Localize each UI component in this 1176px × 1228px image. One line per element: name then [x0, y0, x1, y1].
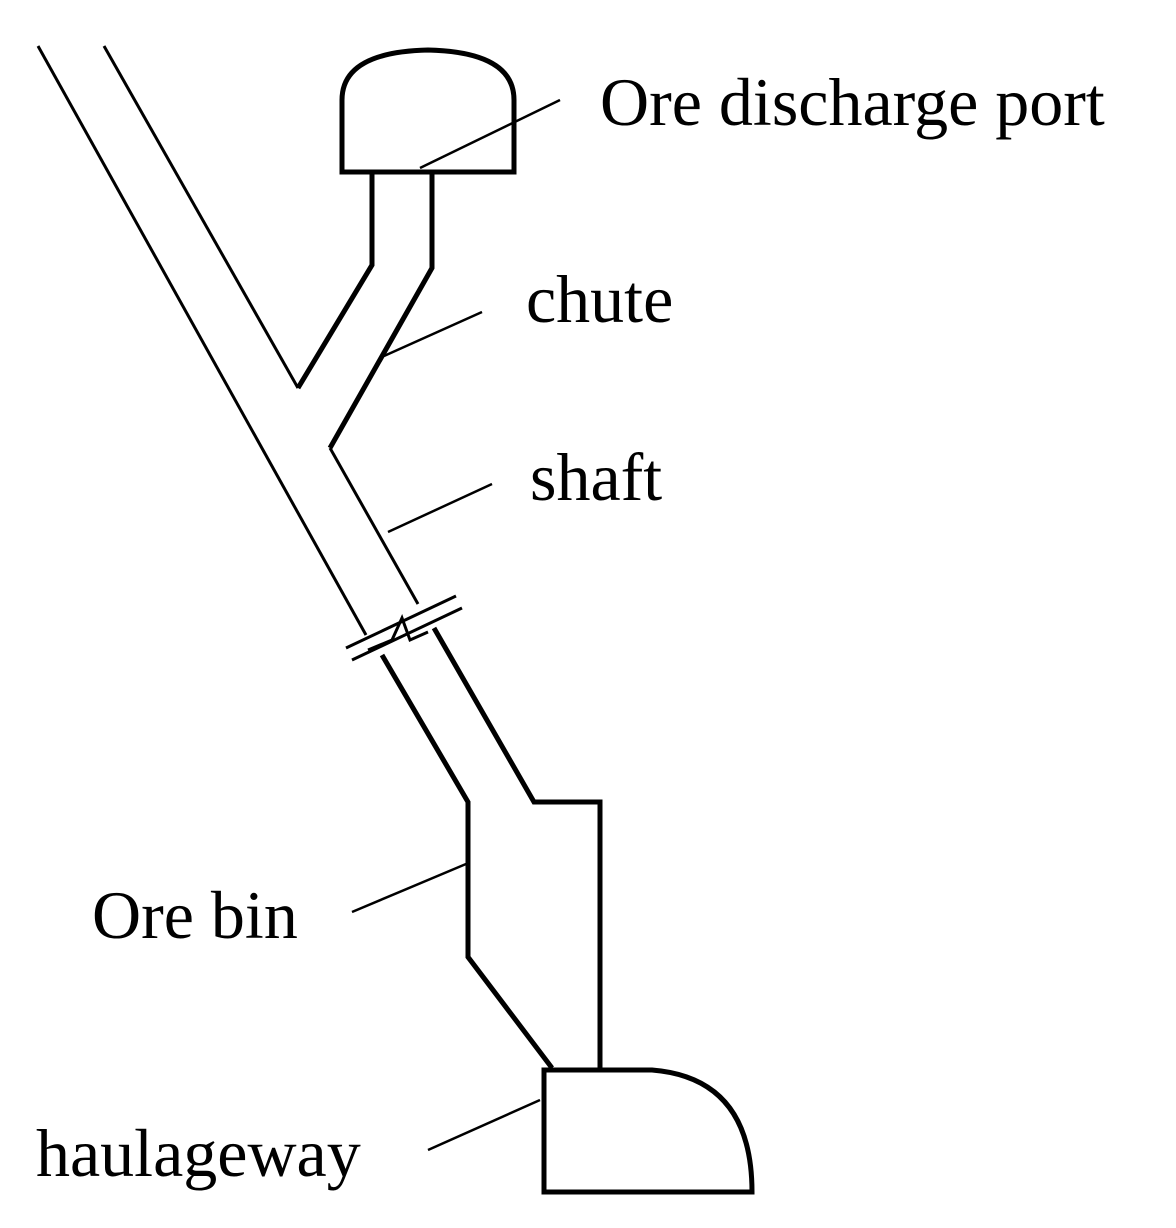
label-haulageway: haulageway [36, 1115, 361, 1191]
haulageway-shape [541, 1067, 755, 1195]
shaft-right-wall-lower [431, 626, 603, 1070]
shaft-left-wall-lower [379, 653, 554, 1070]
label-ore-discharge-port: Ore discharge port [600, 64, 1105, 140]
break-symbol [345, 594, 463, 662]
label-shaft: shaft [530, 439, 662, 515]
shaft-outer-left-wall [36, 45, 368, 636]
label-ore-bin: Ore bin [92, 877, 298, 953]
shaft-upper-inner-wall [102, 45, 300, 389]
label-chute: chute [526, 261, 673, 337]
leader-haulageway [427, 1098, 541, 1152]
ore-discharge-port-shape [339, 47, 517, 175]
chute-left-wall [295, 172, 375, 390]
leader-ore-discharge-port [419, 98, 561, 170]
leader-shaft [387, 482, 493, 534]
leader-chute [383, 310, 483, 358]
chute-right-wall [327, 172, 435, 450]
leader-ore-bin [351, 862, 467, 914]
shaft-right-wall-upper [328, 447, 420, 605]
